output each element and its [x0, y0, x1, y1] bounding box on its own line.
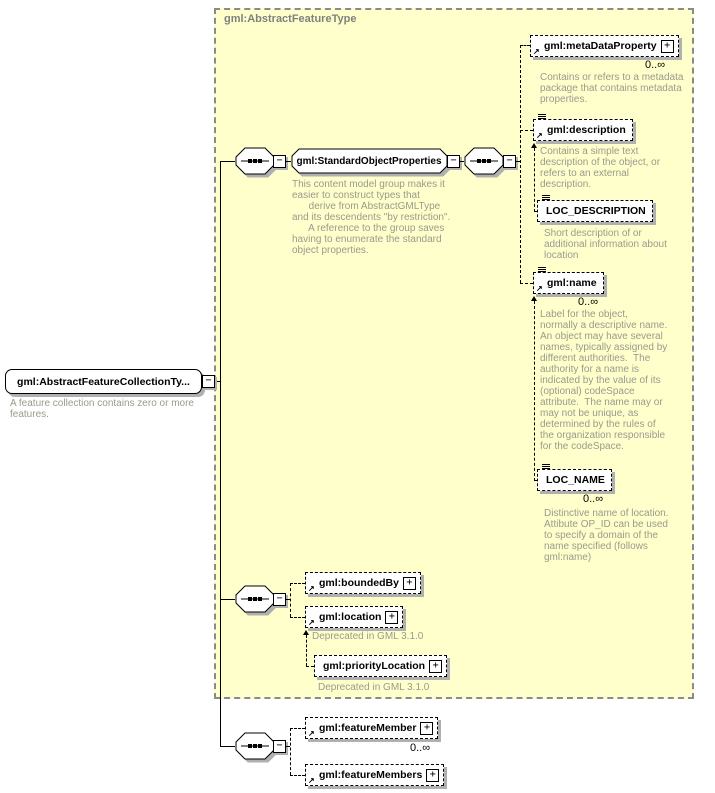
element-label: LOC_NAME — [546, 474, 605, 486]
sequence-icon — [235, 585, 275, 613]
element-name[interactable]: ↗ gml:name — [533, 267, 604, 294]
substitution-line — [534, 480, 537, 481]
collapse-button[interactable]: − — [273, 593, 286, 606]
connector-line — [214, 381, 221, 382]
element-description[interactable]: ↗ gml:description — [533, 114, 633, 141]
element-label: gml:name — [547, 277, 597, 289]
element-description-text: Deprecated in GML 3.1.0 — [312, 631, 424, 642]
connector-line-dashed — [290, 617, 305, 618]
element-label: gml:priorityLocation — [323, 660, 426, 672]
connector-line — [286, 161, 291, 162]
substitution-line — [534, 301, 535, 481]
collapse-button[interactable]: − — [202, 375, 215, 388]
connector-line-dashed — [520, 283, 533, 284]
substitution-arrow — [531, 143, 537, 148]
reference-icon: ↗ — [536, 284, 543, 293]
element-boundedby[interactable]: ↗ gml:boundedBy + — [305, 572, 421, 594]
connector-trunk-dashed — [290, 728, 291, 775]
root-description: A feature collection contains zero or mo… — [10, 398, 194, 420]
connector-line-dashed — [290, 583, 305, 584]
element-label: gml:boundedBy — [319, 577, 399, 589]
element-description-text: Deprecated in GML 3.1.0 — [318, 682, 430, 693]
occurrence-label: 0..∞ — [645, 59, 666, 71]
element-label: gml:location — [319, 611, 382, 623]
sequence-icon — [235, 147, 275, 175]
collapse-button[interactable]: − — [273, 740, 286, 753]
substitution-line — [306, 666, 314, 667]
sequence-connector[interactable] — [464, 147, 504, 180]
substitution-arrow — [531, 296, 537, 301]
element-location[interactable]: ↗ gml:location + — [305, 606, 404, 628]
element-featuremembers[interactable]: ↗ gml:featureMembers + — [305, 764, 445, 786]
substitution-line — [534, 148, 535, 212]
collapse-button[interactable]: − — [447, 155, 460, 168]
root-label: gml:AbstractFeatureCollectionTy... — [17, 375, 190, 388]
expand-button[interactable]: + — [402, 576, 416, 590]
expand-button[interactable]: + — [660, 39, 674, 53]
substitution-arrow — [303, 630, 309, 635]
expand-button[interactable]: + — [429, 659, 443, 673]
group-description: This content model group makes it easier… — [292, 179, 451, 256]
reference-icon: ↗ — [308, 618, 315, 627]
element-label: LOC_DESCRIPTION — [546, 205, 646, 217]
element-description-text: Short description of or additional infor… — [544, 228, 667, 261]
element-label: gml:featureMembers — [319, 769, 423, 781]
connector-trunk-dashed — [520, 45, 521, 283]
reference-icon: ↗ — [533, 47, 540, 56]
expand-button[interactable]: + — [385, 610, 399, 624]
substitution-group-icon — [538, 114, 546, 119]
occurrence-label: 0..∞ — [583, 493, 604, 505]
connector-line-dashed — [290, 728, 305, 729]
occurrence-label: 0..∞ — [410, 742, 431, 754]
sequence-connector[interactable] — [235, 585, 275, 618]
sequence-icon — [464, 147, 504, 175]
connector-trunk-dashed — [290, 583, 291, 617]
element-label: gml:featureMember — [319, 722, 417, 734]
sequence-connector[interactable] — [235, 732, 275, 765]
group-standard-object-properties[interactable]: gml:StandardObjectProperties — [291, 148, 449, 179]
expand-button[interactable]: + — [420, 721, 434, 735]
sequence-connector[interactable] — [235, 147, 275, 180]
root-element-abstractfeaturecollectiontype[interactable]: gml:AbstractFeatureCollectionTy... — [5, 369, 202, 394]
reference-icon: ↗ — [536, 131, 543, 140]
reference-icon: ↗ — [308, 729, 315, 738]
connector-line — [220, 161, 235, 162]
reference-icon: ↗ — [308, 584, 315, 593]
substitution-line — [534, 211, 537, 212]
substitution-line — [306, 635, 307, 666]
connector-line-dashed — [520, 45, 530, 46]
element-label: gml:description — [547, 124, 626, 136]
connector-line — [460, 161, 464, 162]
element-description-text: Label for the object, normally a descrip… — [540, 309, 668, 452]
connector-line-dashed — [290, 775, 305, 776]
connector-line-dashed — [286, 599, 290, 600]
substitution-group-icon — [538, 267, 546, 272]
substitution-group-icon — [542, 195, 550, 200]
element-prioritylocation[interactable]: gml:priorityLocation + — [314, 655, 448, 677]
expand-button[interactable]: + — [426, 768, 440, 782]
sequence-icon — [235, 732, 275, 760]
connector-trunk — [220, 161, 221, 747]
element-description: Contains or refers to a metadata package… — [540, 72, 684, 105]
connector-line — [220, 746, 235, 747]
group-label: gml:StandardObjectProperties — [296, 155, 442, 167]
element-description-text: Contains a simple text description of th… — [540, 146, 661, 190]
connector-line-dashed — [516, 161, 520, 162]
element-description-text: Distinctive name of location. Attibute O… — [544, 508, 669, 563]
connector-line-dashed — [520, 130, 533, 131]
occurrence-label: 0..∞ — [578, 296, 599, 308]
element-loc-name[interactable]: LOC_NAME — [537, 464, 612, 491]
element-loc-description[interactable]: LOC_DESCRIPTION — [537, 195, 653, 222]
collapse-button[interactable]: − — [503, 155, 516, 168]
connector-line-dashed — [286, 746, 290, 747]
element-label: gml:metaDataProperty — [544, 40, 657, 52]
element-featuremember[interactable]: ↗ gml:featureMember + — [305, 717, 439, 739]
connector-line — [220, 599, 235, 600]
substitution-group-icon — [542, 464, 550, 469]
reference-icon: ↗ — [308, 776, 315, 785]
group-shape — [291, 148, 448, 174]
container-title: gml:AbstractFeatureType — [224, 13, 357, 25]
element-metadataproperty[interactable]: ↗ gml:metaDataProperty + — [530, 35, 679, 57]
collapse-button[interactable]: − — [273, 155, 286, 168]
